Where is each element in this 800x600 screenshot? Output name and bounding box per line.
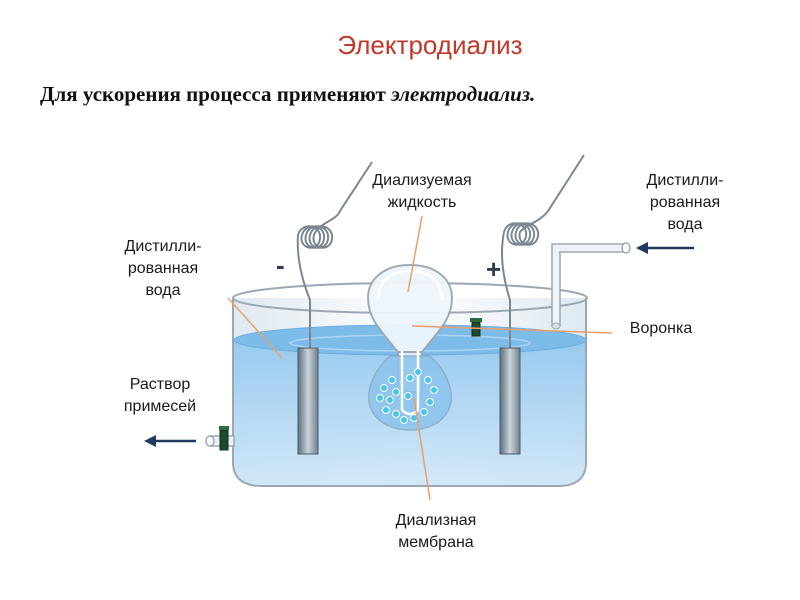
negative-electrode: [297, 347, 319, 455]
page-subtitle: Для ускорения процесса применяют электро…: [40, 82, 535, 107]
subtitle-emphasis: электродиализ.: [391, 82, 536, 106]
page-title: Электродиализ: [337, 30, 523, 60]
pointer-funnel: [411, 325, 613, 334]
outlet-arrow: [144, 435, 196, 447]
positive-sign: +: [486, 254, 502, 284]
pointer-dialysed-liquid: [407, 215, 423, 293]
distilled-water-inlet: [551, 242, 631, 330]
pointer-distilled-water-left: [227, 297, 283, 359]
positive-electrode: [499, 347, 521, 455]
label-funnel: Воронка: [629, 320, 693, 337]
label-dialysis-membrane: Диализная мембрана: [395, 512, 477, 551]
funnel-valve: [470, 318, 482, 337]
pointer-dialysis-membrane: [413, 397, 431, 501]
subtitle-lead: Для ускорения процесса применяют: [40, 82, 392, 106]
electrodes: [297, 347, 521, 455]
ion-bubbles: [376, 368, 438, 424]
inlet-arrow: [636, 242, 694, 254]
positive-wire: [501, 154, 585, 356]
pointer-lines: [227, 215, 613, 501]
negative-sign: -: [276, 250, 285, 280]
impurity-outlet: [205, 426, 235, 451]
negative-wire: [296, 161, 373, 356]
label-distilled-water-right: Дистилли- рованная вода: [646, 172, 724, 233]
label-dialysed-liquid: Диализуемая жидкость: [372, 172, 472, 211]
funnel: [366, 263, 454, 431]
label-distilled-water-left: Дистилли- рованная вода: [124, 238, 202, 299]
label-impurity-solution: Раствор примесей: [123, 376, 197, 415]
